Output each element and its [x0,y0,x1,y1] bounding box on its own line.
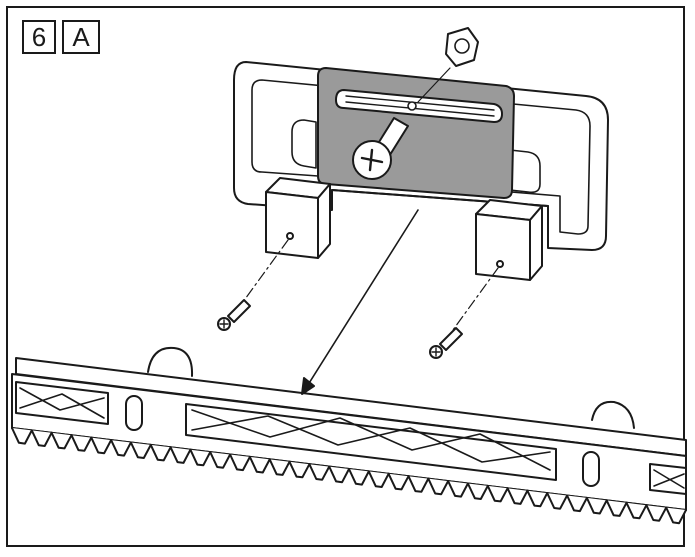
bracket-recess [251,79,591,235]
plate-slot-inner [345,95,495,117]
nut-axis-line [417,67,451,103]
gray-adjustment-plate [317,67,515,199]
mounting-block-right [475,199,543,281]
mounting-block-left [265,177,331,259]
rack-oval-slot-left [125,395,143,431]
bracket-slot-right [509,149,541,194]
screw-right-guide [449,267,499,335]
bolt-phillips-cross [360,148,384,172]
rack-teeth-path [11,427,687,525]
rack-window-center [185,403,557,481]
mounting-screw-left [217,299,251,331]
plate-face [317,67,515,199]
nut-hole [454,38,470,54]
gear-rack [11,346,687,525]
block-left-front [265,191,319,259]
step-number-label: 6 [22,20,56,54]
mounting-screw-right [429,327,463,359]
hex-nut [417,27,479,103]
plate-slot [335,89,503,123]
block-right-hole [496,260,504,268]
arrow-shaft [305,209,419,389]
rack-window-right [649,463,687,495]
block-right-side [529,205,543,281]
arrow-head [301,377,315,395]
diagram-frame [6,6,685,547]
rack-web-left [19,387,105,419]
block-right-front [475,213,531,281]
screw-left-guide [239,239,289,307]
part-letter-label: A [62,20,100,54]
block-left-side [317,183,331,259]
rack-oval-slot-right [582,451,600,487]
bracket-slot-left [291,119,317,169]
rack-bump-left [147,346,194,377]
rack-web-right [653,469,685,489]
rack-teeth [11,427,687,525]
phillips-bolt [352,117,409,180]
plate-slot-screw [407,101,417,111]
rack-web-center [191,409,551,471]
block-left-hole [286,232,294,240]
rack-window-left [15,381,109,425]
placement-arrow [301,209,419,395]
rack-bump-right [591,400,635,429]
